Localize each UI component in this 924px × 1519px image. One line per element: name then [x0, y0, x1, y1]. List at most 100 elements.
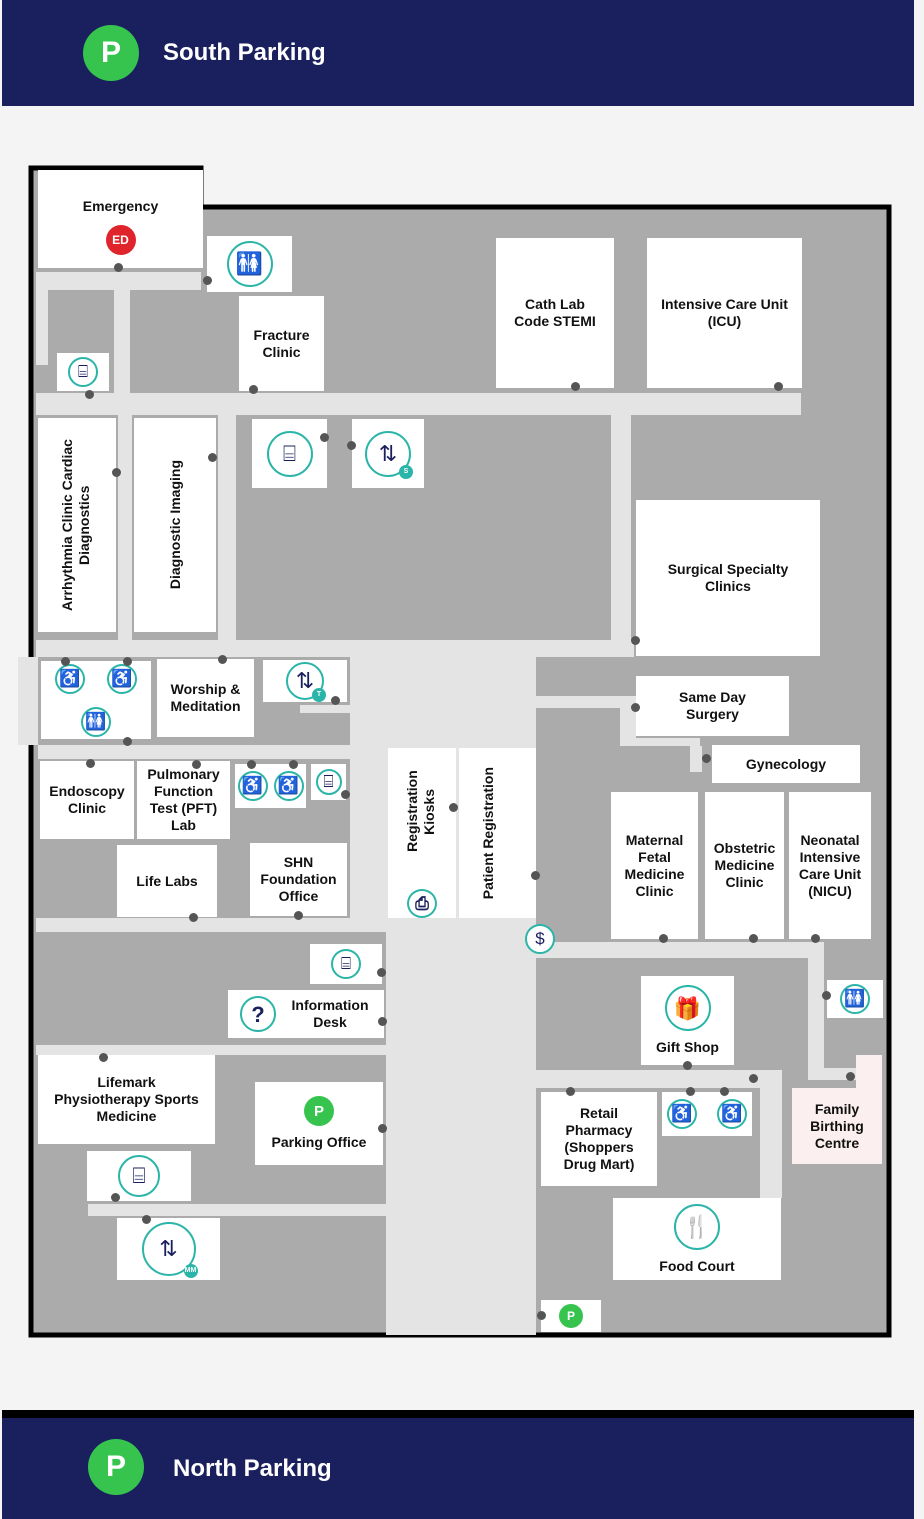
washroom-box-pharmacy[interactable]: ♿ ♿: [662, 1092, 752, 1136]
washroom-icon: ♿: [667, 1099, 697, 1129]
elevator-s-badge: S: [399, 464, 413, 479]
pin: [114, 263, 123, 272]
washroom-icon: ♿: [55, 663, 85, 694]
diagnostic-imaging[interactable]: Diagnostic Imaging: [134, 418, 216, 632]
same-day-surgery[interactable]: Same Day Surgery: [636, 676, 789, 736]
pin: [347, 441, 356, 450]
maternal-fetal-medicine-clinic[interactable]: Maternal Fetal Medicine Clinic: [611, 792, 698, 939]
pin: [811, 934, 820, 943]
pay-parking-icon: P: [559, 1304, 583, 1328]
pin: [749, 1074, 758, 1083]
south-parking-label[interactable]: South Parking: [163, 39, 326, 66]
elevator-box-s[interactable]: ⇅S: [352, 419, 424, 488]
pin: [203, 276, 212, 285]
parking-office-icon: P: [304, 1096, 334, 1126]
pin: [378, 1124, 387, 1133]
cath-lab[interactable]: Cath Lab Code STEMI: [496, 238, 614, 388]
retail-pharmacy[interactable]: Retail Pharmacy (Shoppers Drug Mart): [541, 1092, 657, 1186]
patient-registration[interactable]: Patient Registration: [459, 748, 536, 918]
obstetric-label: Obstetric Medicine Clinic: [713, 840, 776, 890]
pin: [749, 934, 758, 943]
accessible-washroom-icon: 🚻: [840, 984, 870, 1014]
fracture-clinic-label: Fracture Clinic: [253, 326, 310, 360]
pin: [631, 703, 640, 712]
information-desk[interactable]: ? Information Desk: [228, 990, 384, 1038]
stairs-box-nw[interactable]: ⌸: [57, 353, 109, 391]
stairs-box-center[interactable]: ⌸: [252, 419, 327, 488]
information-icon: ?: [240, 996, 276, 1032]
worship-meditation[interactable]: Worship & Meditation: [157, 659, 254, 737]
registration-kiosks[interactable]: Registration Kiosks ⎙: [388, 748, 456, 918]
emergency-ed-icon: ED: [105, 225, 136, 255]
parking-icon: P: [83, 25, 139, 81]
south-parking-banner: P South Parking: [2, 0, 914, 106]
pin: [218, 655, 227, 664]
shn-foundation-office[interactable]: SHN Foundation Office: [250, 843, 347, 916]
arrhythmia-label: Arrhythmia Clinic Cardiac Diagnostics: [59, 439, 92, 611]
pin: [99, 1053, 108, 1062]
lifemark-physiotherapy[interactable]: Lifemark Physiotherapy Sports Medicine: [38, 1055, 215, 1144]
parking-office[interactable]: P Parking Office: [255, 1082, 383, 1165]
elevator-box-t[interactable]: ⇅T: [263, 660, 347, 702]
atm-marker[interactable]: $: [523, 922, 557, 956]
elevator-icon: ⇅S: [365, 430, 413, 479]
pin: [566, 1087, 575, 1096]
pin: [531, 871, 540, 880]
maternal-fetal-label: Maternal Fetal Medicine Clinic: [624, 831, 685, 899]
washroom-accessible-box[interactable]: 🚻: [207, 236, 292, 292]
pin: [289, 760, 298, 769]
gift-shop[interactable]: 🎁 Gift Shop: [641, 976, 734, 1065]
stairs-icon: ⌸: [68, 357, 98, 387]
pin: [378, 1017, 387, 1026]
accessible-icon: ♿: [107, 663, 137, 694]
washroom-box-east[interactable]: 🚻: [827, 980, 883, 1018]
shn-foundation-label: SHN Foundation Office: [260, 854, 337, 904]
pft-lab[interactable]: Pulmonary Function Test (PFT) Lab: [137, 761, 230, 839]
elevator-box-mm[interactable]: ⇅MM: [117, 1218, 220, 1280]
lifemark-label: Lifemark Physiotherapy Sports Medicine: [54, 1074, 199, 1124]
pin: [702, 754, 711, 763]
pin: [537, 1311, 546, 1320]
gynecology[interactable]: Gynecology: [712, 745, 860, 783]
life-labs[interactable]: Life Labs: [117, 845, 217, 917]
washroom-icon: ♿: [237, 771, 268, 801]
food-icon: 🍴: [674, 1203, 720, 1250]
pin: [631, 636, 640, 645]
north-parking-banner: P North Parking: [2, 1410, 914, 1519]
registration-kiosk-icon: ⎙: [407, 888, 437, 918]
washroom-cluster-west[interactable]: ♿ ♿ 🚻: [41, 661, 151, 739]
diagnostic-imaging-label: Diagnostic Imaging: [166, 460, 183, 590]
pin: [294, 911, 303, 920]
arrhythmia-clinic[interactable]: Arrhythmia Clinic Cardiac Diagnostics: [38, 418, 116, 632]
stairs-box-mid[interactable]: ⌸: [311, 764, 346, 800]
pin: [341, 790, 350, 799]
patient-registration-label: Patient Registration: [479, 766, 496, 900]
emergency-label: Emergency: [82, 198, 159, 214]
surgical-specialty-clinics[interactable]: Surgical Specialty Clinics: [636, 500, 820, 656]
stairs-box-info[interactable]: ⌸: [310, 944, 382, 984]
pin: [85, 390, 94, 399]
icu[interactable]: Intensive Care Unit (ICU): [647, 238, 802, 388]
family-birthing-annex: [856, 1055, 882, 1089]
pin: [659, 934, 668, 943]
life-labs-label: Life Labs: [136, 872, 198, 889]
fracture-clinic[interactable]: Fracture Clinic: [239, 296, 324, 391]
pin: [686, 1087, 695, 1096]
food-court[interactable]: 🍴 Food Court: [613, 1198, 781, 1280]
nicu[interactable]: Neonatal Intensive Care Unit (NICU): [789, 792, 871, 939]
stairs-icon: ⌸: [118, 1155, 160, 1197]
washroom-box-mid[interactable]: ♿ ♿: [235, 764, 306, 808]
pay-parking-box[interactable]: P: [541, 1300, 601, 1332]
pin: [571, 382, 580, 391]
pin: [822, 991, 831, 1000]
pin: [189, 913, 198, 922]
registration-kiosks-label: Registration Kiosks: [404, 770, 437, 853]
endoscopy-clinic[interactable]: Endoscopy Clinic: [40, 761, 134, 839]
obstetric-medicine-clinic[interactable]: Obstetric Medicine Clinic: [705, 792, 784, 939]
stairs-icon: ⌸: [266, 430, 313, 477]
north-parking-label[interactable]: North Parking: [173, 1455, 332, 1482]
elevator-icon: ⇅T: [286, 662, 326, 702]
family-birthing-centre[interactable]: Family Birthing Centre: [792, 1088, 882, 1164]
emergency-room[interactable]: Emergency ED: [38, 170, 203, 268]
stairs-box-sw[interactable]: ⌸: [87, 1151, 191, 1201]
